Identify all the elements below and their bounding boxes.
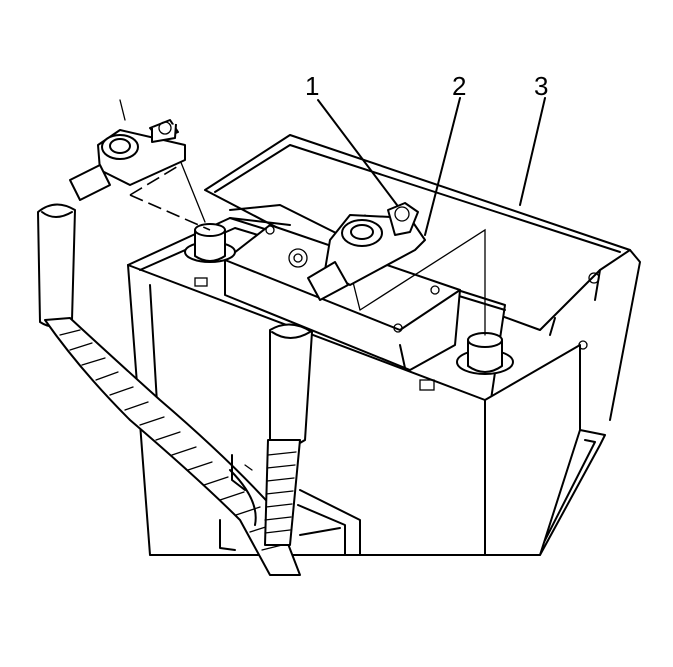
leader-line-2 xyxy=(424,97,461,236)
callout-leaders xyxy=(317,97,546,236)
left-cable xyxy=(37,203,301,576)
left-cable-clamp xyxy=(69,119,186,201)
leader-line-1 xyxy=(317,99,398,206)
callout-label-3: 3 xyxy=(534,71,548,101)
lower-bracket xyxy=(219,454,361,556)
callout-label-2: 2 xyxy=(452,71,466,101)
right-terminal-post xyxy=(456,332,514,375)
callout-label-1: 1 xyxy=(305,71,319,101)
leader-line-3 xyxy=(519,97,546,206)
right-cable-clamp xyxy=(307,202,426,301)
right-cable xyxy=(264,323,313,546)
